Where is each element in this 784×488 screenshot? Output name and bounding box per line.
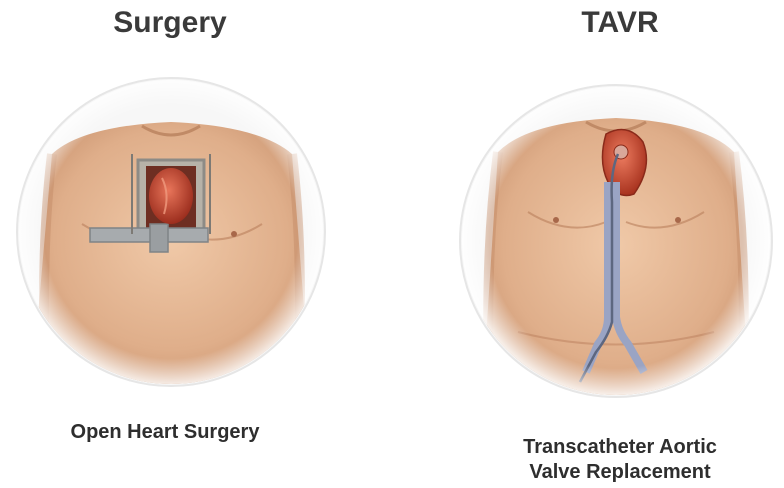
tavr-caption-line-1: Transcatheter Aortic <box>460 435 780 459</box>
tavr-caption-line-2: Valve Replacement <box>460 460 780 484</box>
tavr-illustration <box>458 82 774 400</box>
open-heart-surgery-illustration <box>12 74 330 390</box>
surgery-caption: Open Heart Surgery <box>20 420 310 444</box>
tavr-heading: TAVR <box>520 6 720 40</box>
surgery-heading: Surgery <box>70 6 270 40</box>
